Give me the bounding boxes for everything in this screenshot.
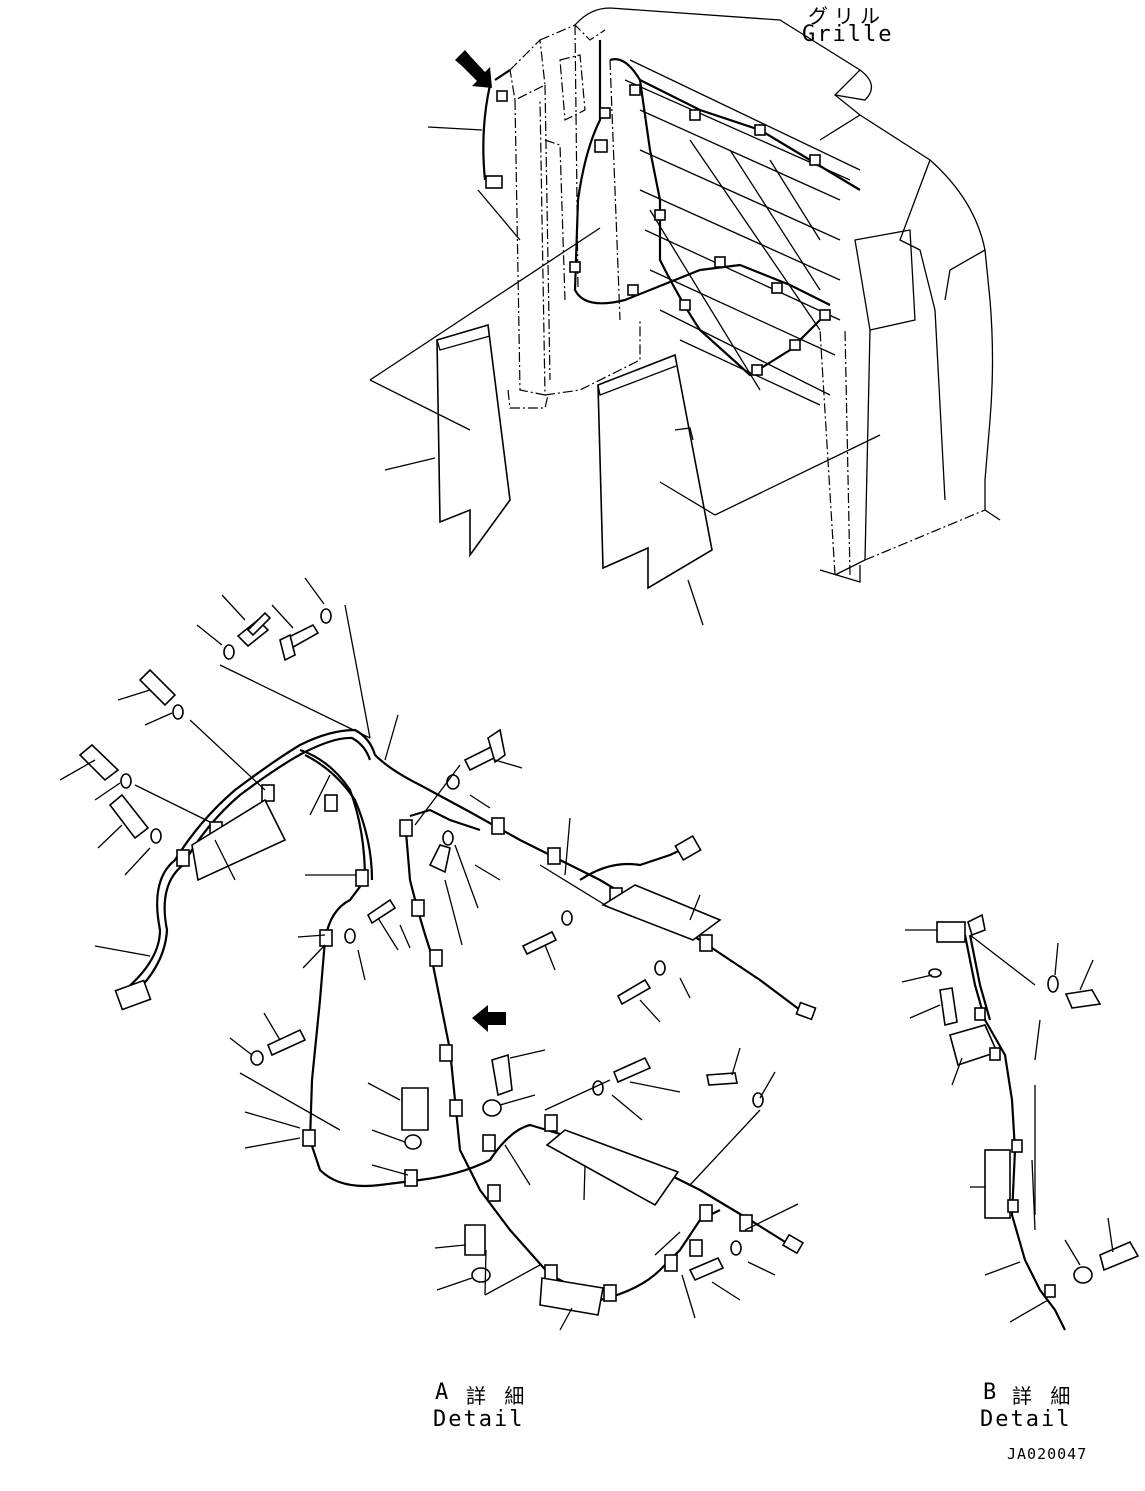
detail-b-harness [901,913,1140,1331]
grille-label-en: Grille [802,22,894,47]
detail-a-letter: A [435,1380,451,1405]
detail-b-letter: B [983,1380,999,1405]
view-a-arrow-icon [472,1005,506,1032]
grille-assembly [369,7,1001,626]
detail-a-harness [59,577,817,1331]
detail-b-title-en: Detail [980,1407,1072,1432]
figure-id: JA020047 [1007,1445,1088,1463]
detail-a-title-en: Detail [433,1407,525,1432]
grille-label-jp: グリル [808,4,886,28]
view-b-arrow-icon [455,50,492,88]
detail-a-title-jp: 詳 細 [466,1384,531,1408]
connector-left [114,979,152,1011]
detail-b-title-jp: 詳 細 [1012,1384,1077,1408]
